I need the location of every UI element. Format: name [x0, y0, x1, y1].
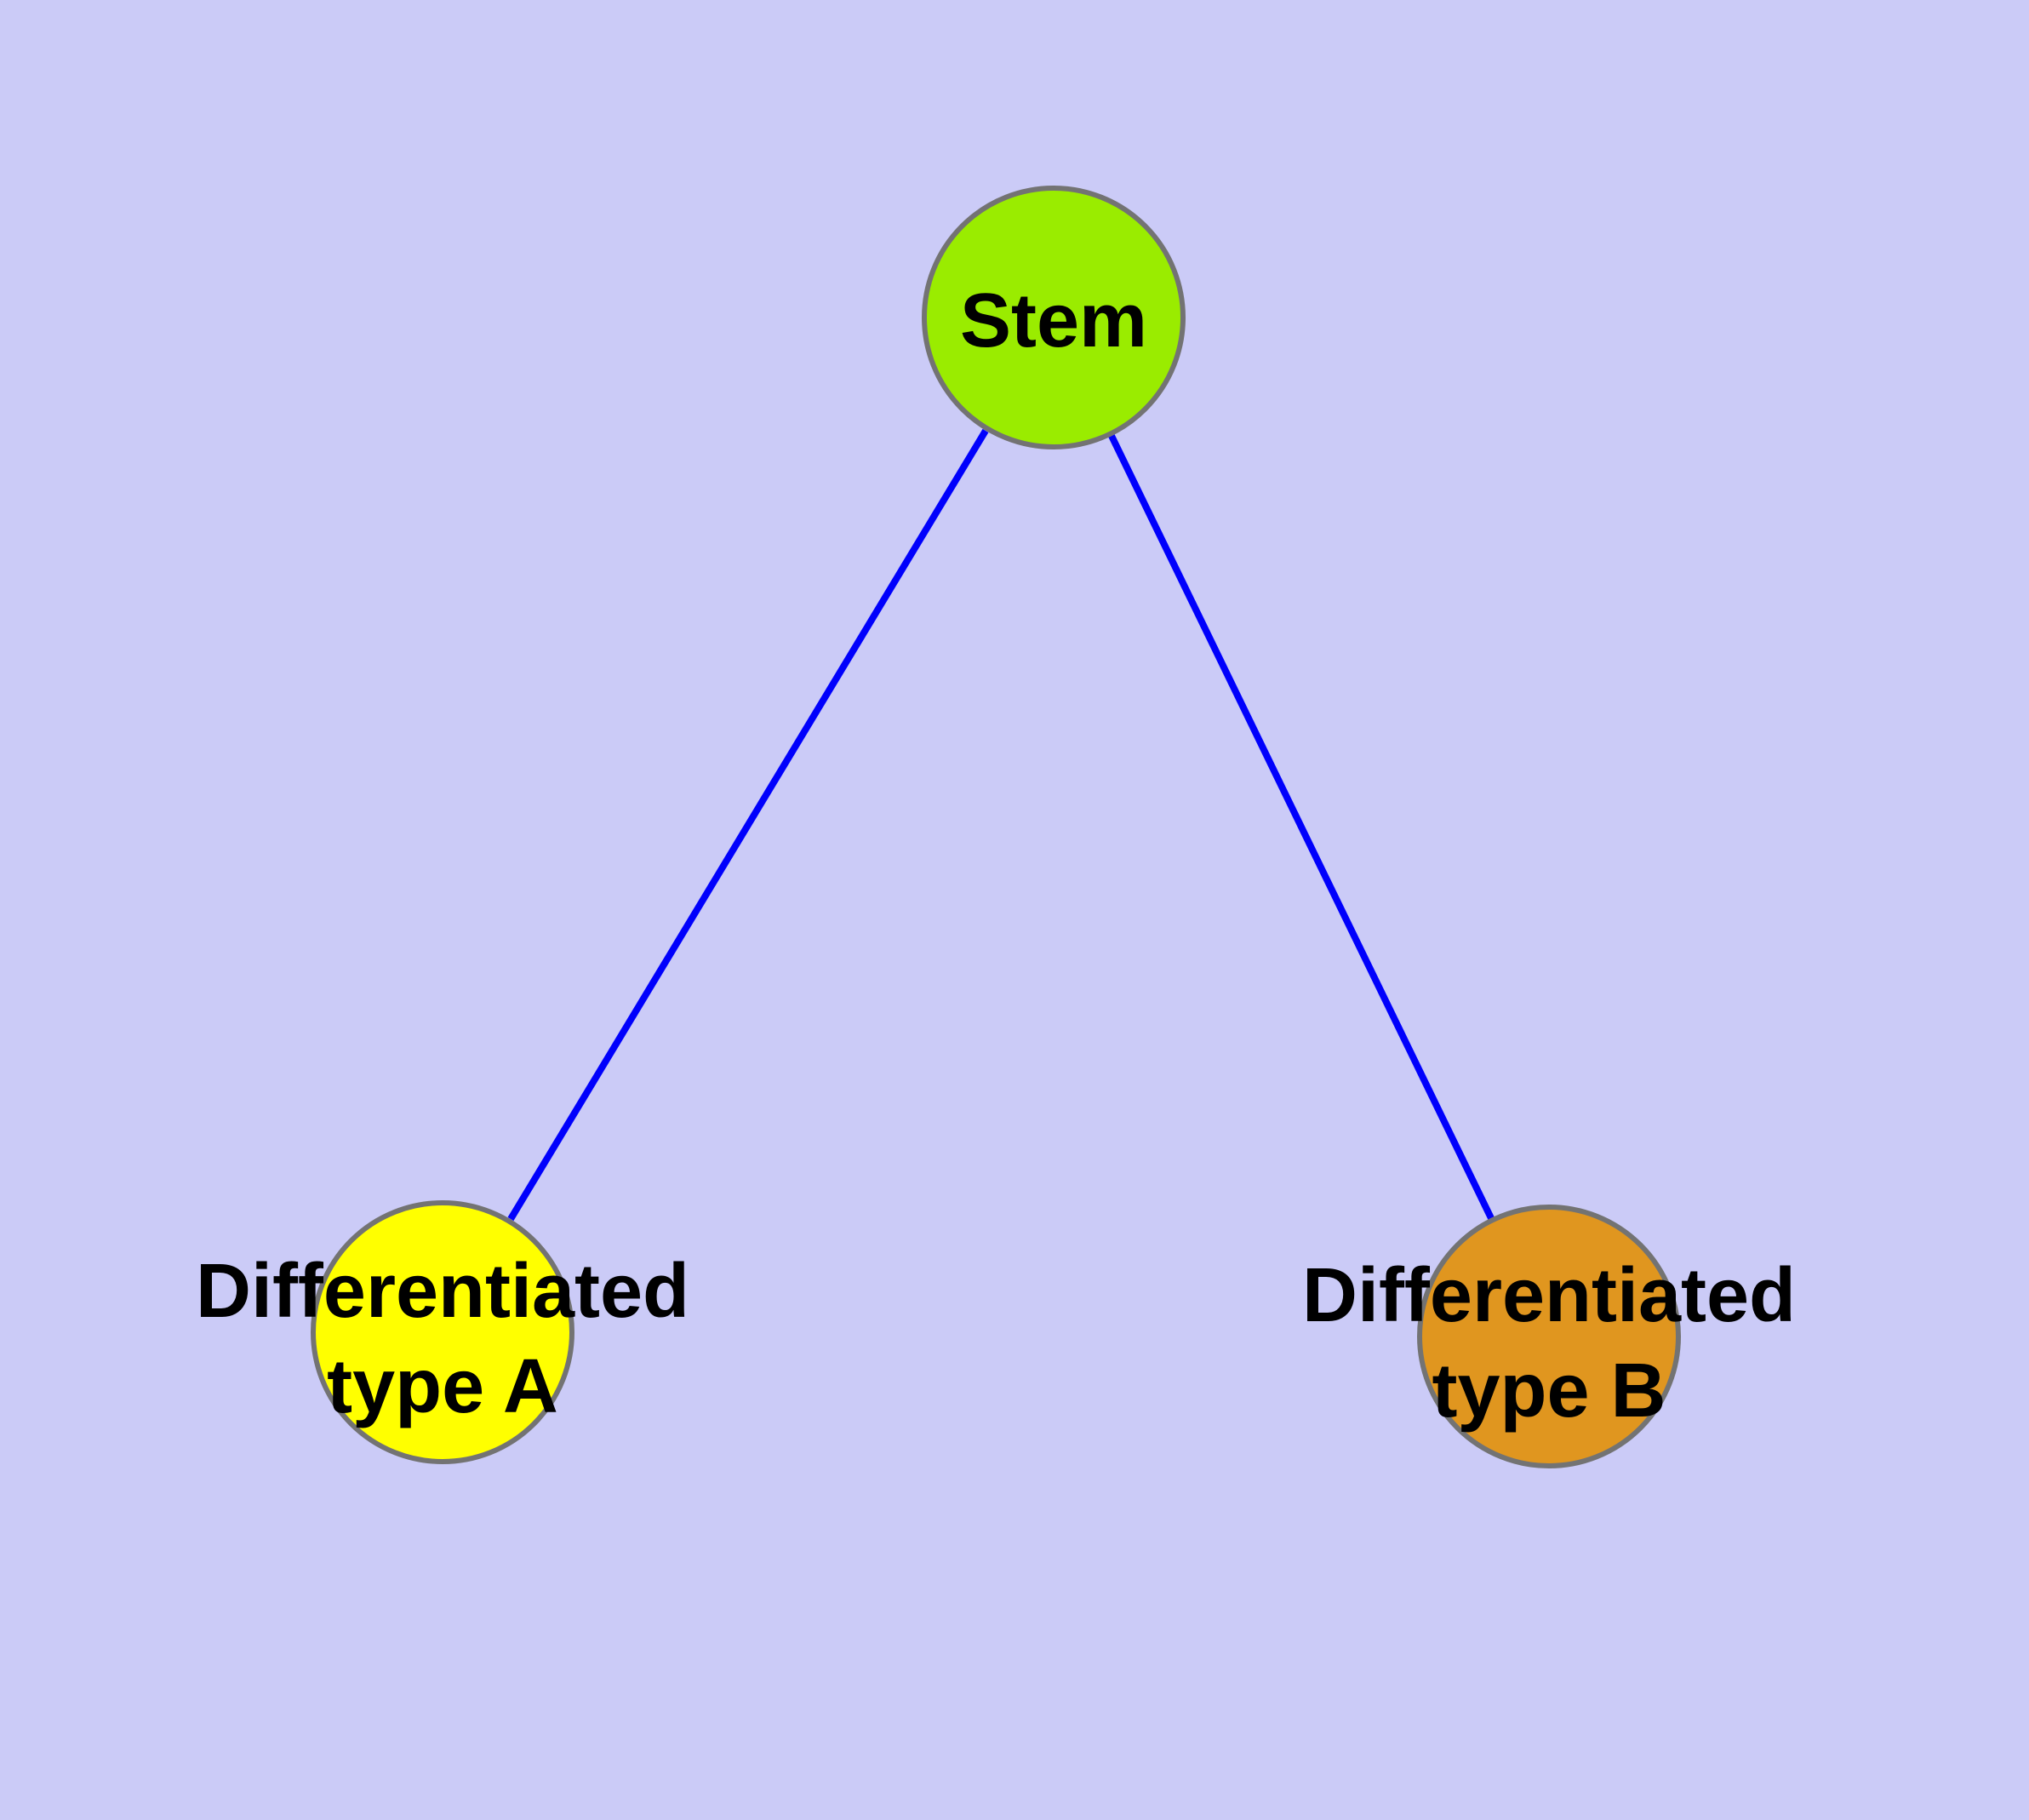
- edge-stem-to-differentiated-type-b: [1108, 434, 1495, 1220]
- node-stem-circle: [922, 186, 1186, 449]
- node-differentiated-type-b-circle: [1417, 1205, 1681, 1468]
- node-differentiated-type-a-circle: [311, 1200, 574, 1464]
- node-stem-label: Stem: [960, 278, 1147, 363]
- node-differentiated-type-a-label-line1: Differentiated: [196, 1249, 689, 1334]
- node-differentiated-type-b-label-line1: Differentiated: [1302, 1253, 1796, 1338]
- node-differentiated-type-b-label-line2: type B: [1432, 1348, 1666, 1434]
- node-differentiated-type-a-label-line2: type A: [327, 1344, 558, 1429]
- edge-stem-to-differentiated-type-a: [507, 428, 989, 1222]
